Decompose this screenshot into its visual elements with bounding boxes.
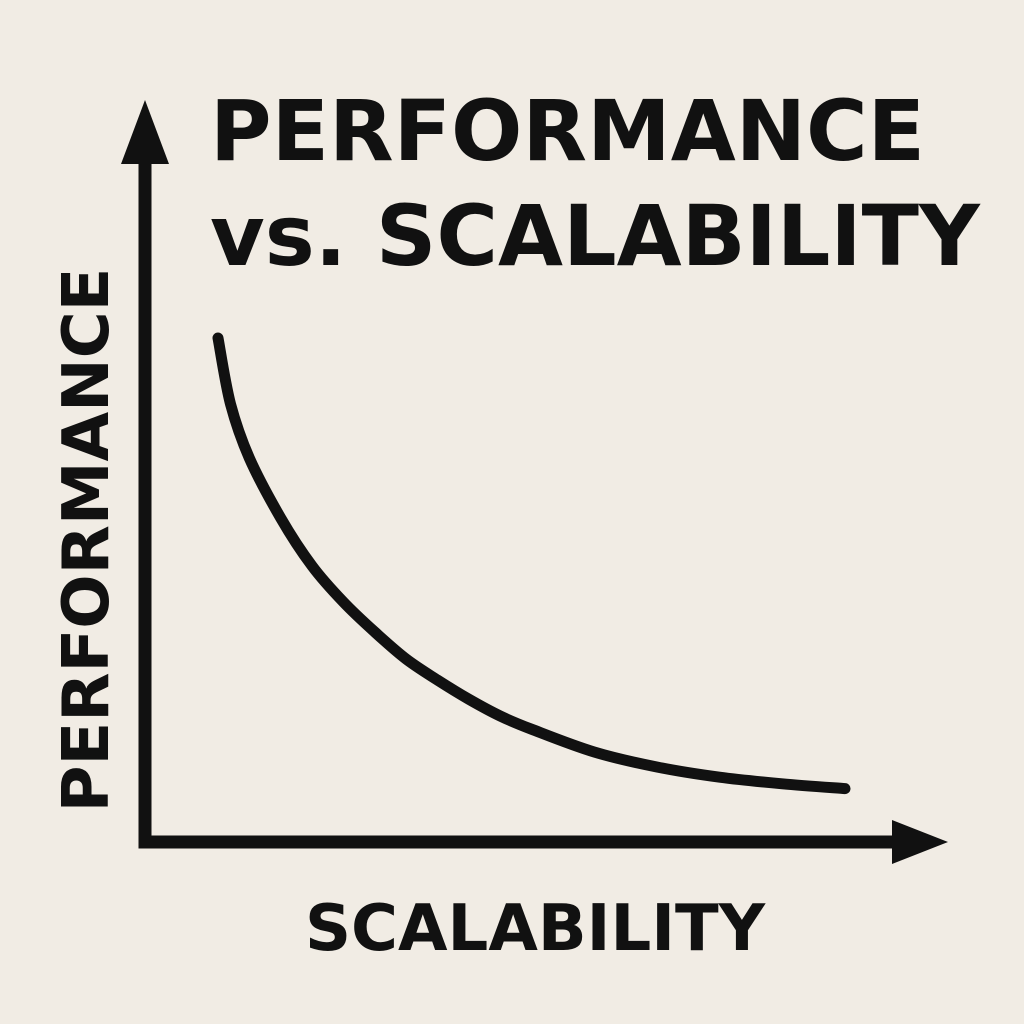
chart-title-line-1: PERFORMANCE — [210, 82, 925, 180]
chart-title-line-2: vs. SCALABILITY — [210, 187, 981, 285]
x-axis-label: SCALABILITY — [305, 892, 766, 966]
series-layer — [212, 332, 851, 795]
y-axis-arrow-icon — [121, 100, 169, 164]
y-axis-label: PERFORMANCE — [50, 268, 124, 813]
x-axis-arrow-icon — [892, 820, 948, 864]
series-line-0 — [212, 332, 851, 795]
